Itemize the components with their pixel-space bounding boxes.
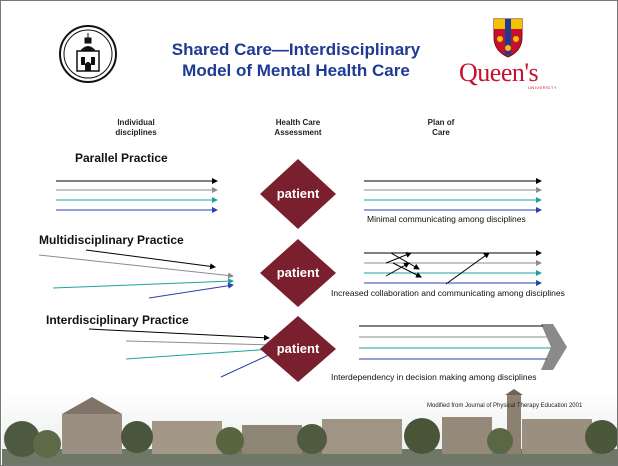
source-credit: Modified from Journal of Physical Therap…: [427, 403, 583, 409]
campus-skyline-image: [2, 389, 617, 465]
multidisciplinary-left-lines: [38, 249, 234, 299]
patient-label-multidisciplinary: patient: [276, 265, 320, 280]
university-subtext: UNIVERSITY: [528, 85, 558, 90]
chevron-arrow-head: [541, 324, 567, 370]
column-header-assessment: Health Care Assessment: [274, 118, 322, 137]
university-crest-icon: [493, 18, 523, 58]
patient-diamond-parallel: [260, 159, 336, 229]
title-line-1: Shared Care—Interdisciplinary: [171, 40, 421, 59]
row-title-multidisciplinary: Multidisciplinary Practice: [39, 233, 184, 247]
patient-label-parallel: patient: [276, 186, 320, 201]
column-header-individual: Individual disciplines: [115, 118, 157, 137]
title-line-2: Model of Mental Health Care: [182, 61, 410, 80]
patient-diamond-interdisciplinary: [260, 316, 336, 382]
parallel-left-lines: [56, 178, 218, 213]
row-title-parallel: Parallel Practice: [75, 151, 168, 165]
university-wordmark: Queen's: [459, 58, 539, 87]
multidisciplinary-right-lines: [364, 250, 542, 286]
interdisciplinary-left-lines: [88, 328, 274, 378]
column-header-plan: Plan of Care: [427, 118, 455, 137]
chapel-emblem-icon: [59, 25, 117, 83]
row-title-interdisciplinary: Interdisciplinary Practice: [46, 313, 189, 327]
patient-diamond-multidisciplinary: [260, 239, 336, 307]
caption-parallel: Minimal communicating among disciplines: [367, 214, 526, 224]
caption-multidisciplinary: Increased collaboration and communicatin…: [331, 288, 565, 298]
interdisciplinary-right-lines: [359, 325, 551, 360]
parallel-right-lines: [364, 178, 542, 213]
patient-label-interdisciplinary: patient: [276, 341, 320, 356]
caption-interdisciplinary: Interdependency in decision making among…: [331, 372, 537, 382]
slide-title: Shared Care—Interdisciplinary Model of M…: [131, 39, 461, 81]
